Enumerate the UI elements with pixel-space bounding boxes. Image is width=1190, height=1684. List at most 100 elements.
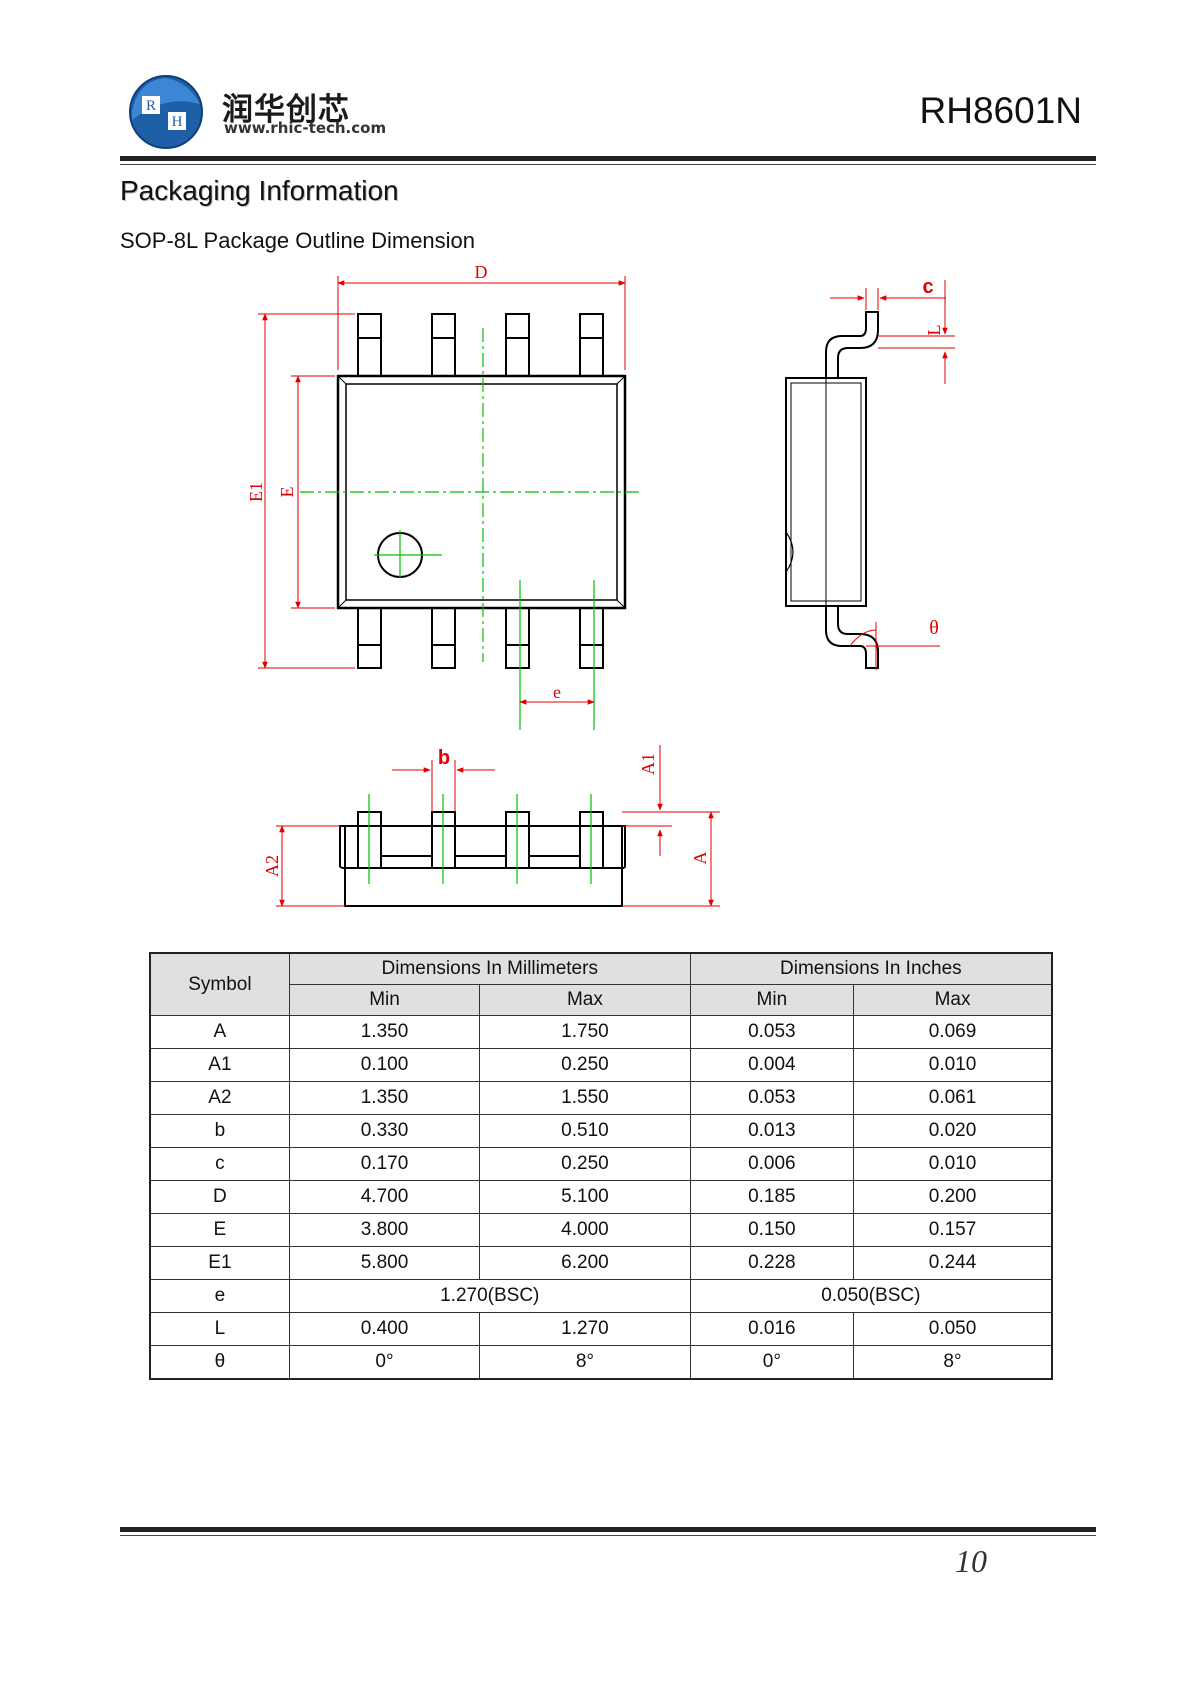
cell-in-max: 0.061 [853, 1081, 1053, 1115]
cell-in-max: 0.020 [853, 1114, 1053, 1148]
table-row: A1 0.100 0.250 0.004 0.010 [149, 1048, 1053, 1082]
cell-symbol: c [149, 1147, 290, 1181]
dim-label-pitch-e: e [553, 682, 561, 702]
cell-in-min: 0.004 [689, 1048, 855, 1082]
table-row-bsc: e 1.270(BSC) 0.050(BSC) [149, 1279, 1053, 1313]
table-row: c 0.170 0.250 0.006 0.010 [149, 1147, 1053, 1181]
cell-mm-min: 5.800 [288, 1246, 481, 1280]
cell-symbol: L [149, 1312, 290, 1346]
cell-mm-max: 4.000 [479, 1213, 691, 1247]
cell-symbol: E1 [149, 1246, 290, 1280]
dim-label-a: A [690, 852, 710, 865]
table-row: A 1.350 1.750 0.053 0.069 [149, 1015, 1053, 1049]
top-pins [357, 313, 604, 377]
bottom-pins [357, 607, 604, 669]
cell-mm-max: 1.750 [479, 1015, 691, 1049]
cell-in-min: 0.228 [689, 1246, 855, 1280]
front-view [339, 811, 626, 907]
cell-in-min: 0.150 [689, 1213, 855, 1247]
table-row: A2 1.350 1.550 0.053 0.061 [149, 1081, 1053, 1115]
cell-in-max: 0.010 [853, 1048, 1053, 1082]
table-row: θ 0° 8° 0° 8° [149, 1345, 1053, 1380]
dim-label-a2: A2 [262, 855, 282, 877]
cell-mm-min: 0.170 [288, 1147, 481, 1181]
dim-label-a1: A1 [638, 753, 658, 775]
section-title: Packaging Information [120, 175, 399, 206]
cell-symbol: b [149, 1114, 290, 1148]
cell-mm-min: 1.350 [288, 1015, 481, 1049]
footer-rule-thick [120, 1527, 1096, 1532]
cell-in-bsc: 0.050(BSC) [689, 1279, 1053, 1313]
cell-in-min: 0.016 [689, 1312, 855, 1346]
company-logo: R H [129, 75, 203, 149]
dim-label-c: c [922, 276, 933, 298]
cell-in-max: 0.069 [853, 1015, 1053, 1049]
header-inch: Dimensions In Inches [689, 952, 1053, 985]
cell-mm-max: 1.550 [479, 1081, 691, 1115]
header-mm: Dimensions In Millimeters [288, 952, 691, 985]
cell-in-max: 0.200 [853, 1180, 1053, 1214]
dim-label-e1: E1 [246, 482, 266, 502]
cell-mm-max: 1.270 [479, 1312, 691, 1346]
cell-in-min: 0.013 [689, 1114, 855, 1148]
dim-label-b: b [438, 747, 450, 769]
logo-letter-r: R [146, 98, 156, 114]
header-rule-thin [120, 164, 1096, 165]
header-symbol: Symbol [149, 952, 290, 1016]
front-view-dimensions [276, 745, 720, 907]
logo-letter-h: H [172, 114, 183, 130]
cell-symbol: E [149, 1213, 290, 1247]
cell-in-min: 0.006 [689, 1147, 855, 1181]
dim-label-d: D [475, 262, 488, 282]
cell-in-max: 0.010 [853, 1147, 1053, 1181]
front-view-centerlines [368, 794, 592, 884]
cell-mm-bsc: 1.270(BSC) [288, 1279, 691, 1313]
cell-symbol: A1 [149, 1048, 290, 1082]
header-mm-min: Min [288, 984, 481, 1016]
cell-in-max: 8° [853, 1345, 1053, 1380]
side-view [785, 311, 879, 669]
top-view-dimensions [258, 276, 626, 705]
dim-label-l: L [924, 325, 944, 336]
part-number: RH8601N [919, 90, 1082, 131]
cell-symbol: A [149, 1015, 290, 1049]
dim-label-theta: θ [929, 617, 939, 639]
cell-mm-min: 0° [288, 1345, 481, 1380]
dim-label-e-upper: E [277, 487, 297, 498]
cell-mm-min: 3.800 [288, 1213, 481, 1247]
cell-mm-max: 8° [479, 1345, 691, 1380]
package-outline-drawing: D E1 E e c L θ [246, 262, 955, 907]
cell-in-min: 0.053 [689, 1081, 855, 1115]
cell-mm-max: 0.250 [479, 1147, 691, 1181]
header-in-min: Min [689, 984, 855, 1016]
cell-symbol: A2 [149, 1081, 290, 1115]
cell-mm-min: 0.330 [288, 1114, 481, 1148]
header-mm-max: Max [479, 984, 691, 1016]
centerlines [300, 328, 642, 730]
cell-in-min: 0° [689, 1345, 855, 1380]
page-number: 10 [955, 1543, 987, 1579]
cell-mm-min: 4.700 [288, 1180, 481, 1214]
cell-symbol: e [149, 1279, 290, 1313]
table-row: L 0.400 1.270 0.016 0.050 [149, 1312, 1053, 1346]
header-in-max: Max [853, 984, 1053, 1016]
section-subtitle: SOP-8L Package Outline Dimension [120, 228, 476, 253]
header-rule-thick [120, 156, 1096, 161]
table-row: E1 5.800 6.200 0.228 0.244 [149, 1246, 1053, 1280]
table-row: D 4.700 5.100 0.185 0.200 [149, 1180, 1053, 1214]
table-row: E 3.800 4.000 0.150 0.157 [149, 1213, 1053, 1247]
cell-mm-min: 0.100 [288, 1048, 481, 1082]
cell-in-max: 0.050 [853, 1312, 1053, 1346]
cell-mm-max: 0.250 [479, 1048, 691, 1082]
cell-mm-min: 1.350 [288, 1081, 481, 1115]
cell-in-max: 0.157 [853, 1213, 1053, 1247]
cell-in-min: 0.053 [689, 1015, 855, 1049]
footer-rule-thin [120, 1535, 1096, 1536]
table-row: b 0.330 0.510 0.013 0.020 [149, 1114, 1053, 1148]
cell-mm-max: 6.200 [479, 1246, 691, 1280]
side-view-dimensions [830, 280, 955, 670]
brand-url: www.rhic-tech.com [224, 119, 387, 137]
brand-name: 润华创芯 [222, 92, 350, 128]
cell-mm-min: 0.400 [288, 1312, 481, 1346]
top-view [336, 313, 627, 669]
